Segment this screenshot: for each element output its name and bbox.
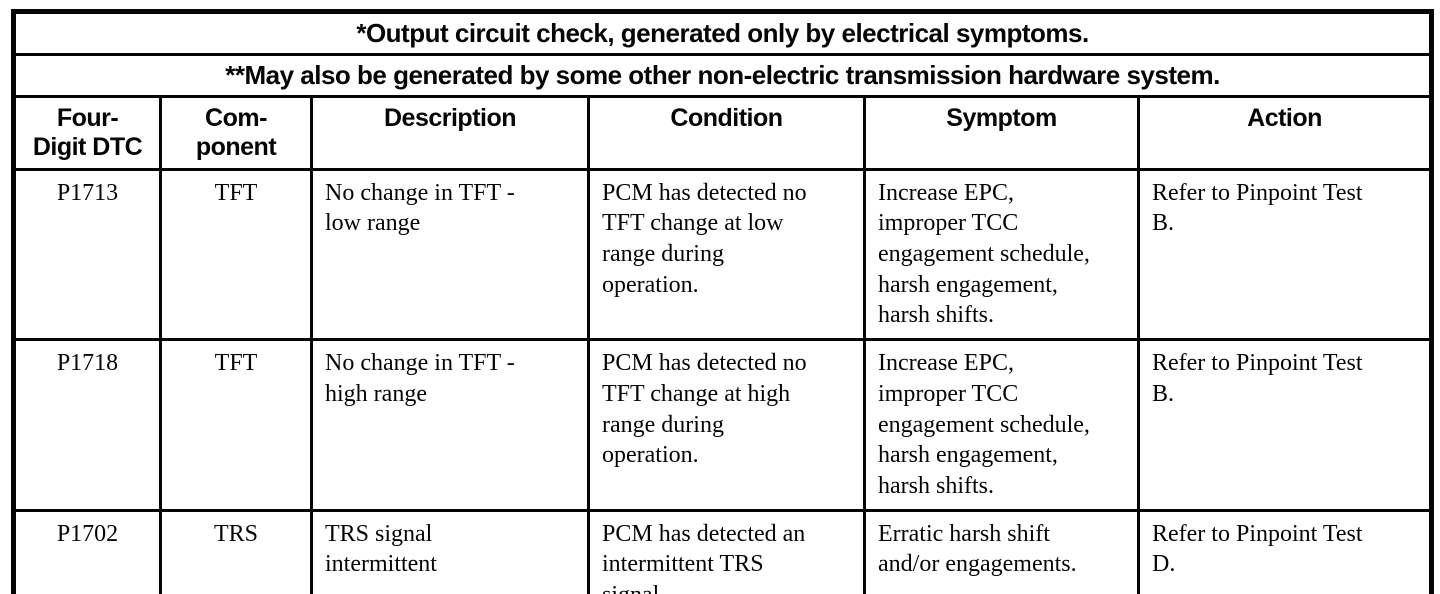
cell-description: No change in TFT - high range — [310, 338, 590, 512]
table-note-output-circuit: *Output circuit check, generated only by… — [11, 10, 1434, 56]
col-header-action: Action — [1136, 95, 1434, 171]
table-note-row-1: *Output circuit check, generated only by… — [11, 10, 1434, 56]
cell-condition: PCM has detected no TFT change at high r… — [587, 338, 866, 512]
cell-condition: PCM has detected an intermittent TRS sig… — [587, 508, 866, 594]
cell-symptom: Increase EPC, improper TCC engagement sc… — [863, 338, 1140, 512]
cell-component: TFT — [159, 338, 313, 512]
cell-component: TRS — [159, 508, 313, 594]
table-row-p1713: P1713 TFT No change in TFT - low range P… — [12, 167, 1434, 342]
cell-dtc: P1713 — [12, 167, 162, 342]
col-header-four-digit-dtc: Four- Digit DTC — [12, 95, 162, 171]
dtc-table: *Output circuit check, generated only by… — [11, 9, 1435, 594]
col-header-symptom: Symptom — [863, 95, 1140, 171]
cell-dtc: P1718 — [12, 338, 162, 512]
cell-action: Refer to Pinpoint Test D. — [1136, 508, 1434, 594]
cell-symptom: Increase EPC, improper TCC engagement sc… — [863, 167, 1140, 342]
table-note-row-2: **May also be generated by some other no… — [11, 53, 1434, 98]
col-header-condition: Condition — [587, 95, 866, 171]
cell-dtc: P1702 — [12, 508, 162, 594]
col-header-component: Com- ponent — [159, 95, 313, 171]
cell-action: Refer to Pinpoint Test B. — [1136, 338, 1434, 512]
table-note-non-electric: **May also be generated by some other no… — [11, 53, 1434, 98]
cell-description: No change in TFT - low range — [310, 167, 590, 342]
cell-symptom: Erratic harsh shift and/or engagements. — [863, 508, 1140, 594]
cell-description: TRS signal intermittent — [310, 508, 590, 594]
cell-condition: PCM has detected no TFT change at low ra… — [587, 167, 866, 342]
cell-action: Refer to Pinpoint Test B. — [1136, 167, 1434, 342]
table-row-p1702: P1702 TRS TRS signal intermittent PCM ha… — [12, 508, 1434, 594]
header-row: Four- Digit DTC Com- ponent Description … — [12, 95, 1434, 171]
table-row-p1718: P1718 TFT No change in TFT - high range … — [12, 338, 1434, 512]
cell-component: TFT — [159, 167, 313, 342]
col-header-description: Description — [310, 95, 590, 171]
